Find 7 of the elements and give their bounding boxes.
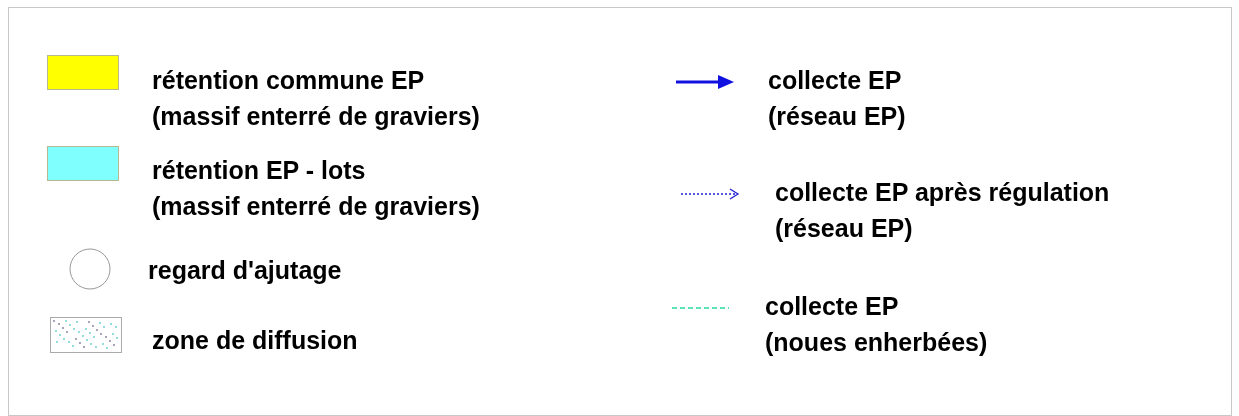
legend-text: regard d'ajutage: [148, 255, 342, 286]
legend-text: rétention EP - lots (massif enterré de graviers): [152, 155, 480, 222]
legend-text: rétention commune EP (massif enterré de graviers): [152, 65, 480, 132]
legend-text: collecte EP après régulation (réseau EP): [775, 177, 1110, 244]
legend-text: collecte EP (noues enherbées): [765, 291, 988, 358]
legend-text: collecte EP (réseau EP): [768, 65, 906, 132]
legend-text: zone de diffusion: [152, 325, 358, 356]
